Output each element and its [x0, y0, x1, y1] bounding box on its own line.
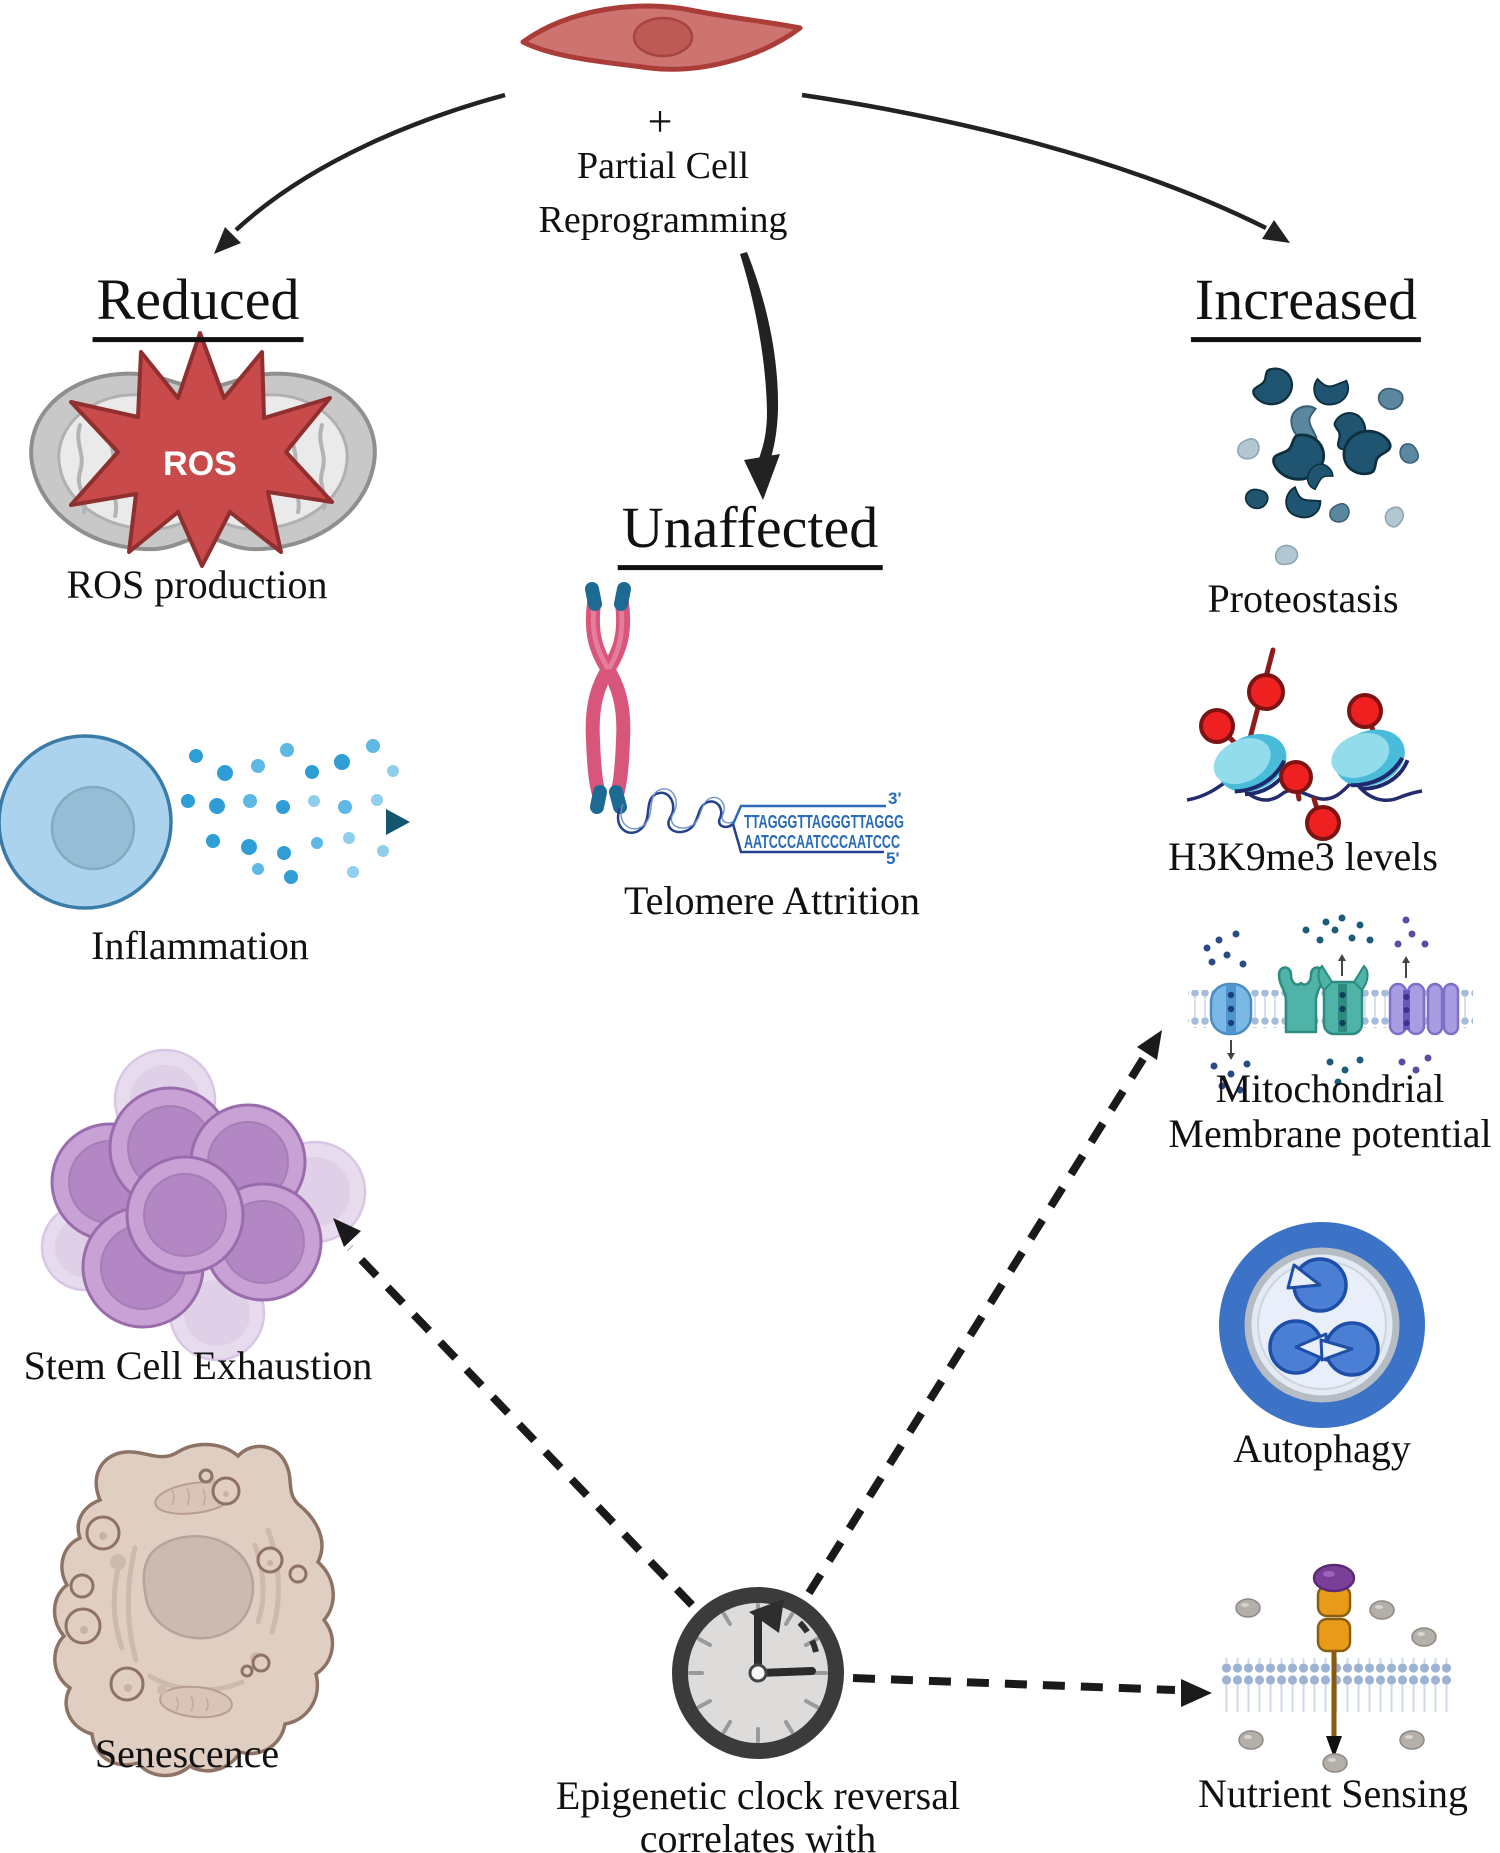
arrow-to-increased [801, 92, 1290, 243]
h3k9me3-label: H3K9me3 levels [1168, 834, 1438, 879]
autophagy-cargo [1268, 1257, 1380, 1377]
h3k9me3-nucleosomes-icon [1186, 647, 1423, 841]
nutrient-sensing-icon [1220, 1563, 1452, 1773]
clock-dashed-arrow-nutrient [852, 1674, 1212, 1707]
seq-5prime: 5' [886, 849, 900, 868]
inflammation-label: Inflammation [91, 923, 309, 968]
ion-dots-purple [1394, 916, 1432, 1074]
increased-heading: Increased [1190, 267, 1422, 343]
arrow-to-unaffected [740, 252, 780, 500]
ros-production-label: ROS production [66, 562, 328, 607]
mitochondrial-membrane-icon [1188, 914, 1473, 1094]
autophagy-label: Autophagy [1233, 1426, 1411, 1471]
telomere-sequence: 3' 5' TTAGGGTTAGGGTTAGGG AATCCCAATCCCAAT… [731, 789, 904, 868]
nutrient-molecules [1235, 1598, 1437, 1773]
proteostasis-label: Proteostasis [1207, 576, 1399, 621]
telomere-attrition-label: Telomere Attrition [623, 878, 921, 923]
ion-dots-teal [1302, 914, 1374, 1086]
mitochondria-ros-icon: ROS [29, 331, 377, 568]
unaffected-heading: Unaffected [617, 495, 883, 571]
nutrient-sensing-label: Nutrient Sensing [1198, 1771, 1468, 1816]
inflammation-cell-icon [0, 734, 410, 910]
mito-membrane-label-line1: Mitochondrial [1215, 1066, 1445, 1111]
ion-dots-blue [1203, 930, 1251, 1094]
top-title-line1: Partial Cell [576, 145, 750, 188]
clock-caption-line1: Epigenetic clock reversal [555, 1773, 961, 1818]
ros-badge: ROS [163, 445, 237, 483]
mito-membrane-label-line2: Membrane potential [1168, 1111, 1492, 1156]
cytokine-dots [181, 739, 399, 884]
seq-bottom: AATCCCAATCCCAATCCC [744, 832, 900, 852]
seq-top: TTAGGGTTAGGGTTAGGG [744, 812, 904, 832]
ros-star [69, 331, 334, 568]
stem-cell-exhaustion-label: Stem Cell Exhaustion [23, 1343, 373, 1388]
fibroblast-cell-icon [520, 3, 803, 72]
proteostasis-icon [1237, 362, 1420, 570]
arrow-to-reduced [214, 92, 506, 254]
clock-caption-line2: correlates with [639, 1816, 877, 1853]
stem-cell-cluster-icon [40, 1048, 367, 1362]
membrane-channel-teal [1277, 954, 1369, 1036]
reduced-heading: Reduced [92, 267, 304, 343]
epigenetic-clock-icon [672, 1587, 844, 1759]
top-title-line2: Reprogramming [538, 199, 788, 242]
membrane-channel-purple [1388, 956, 1460, 1036]
clock-dashed-arrow-stem-cells [333, 1218, 695, 1608]
autophagy-icon [1219, 1222, 1425, 1428]
membrane-channel-blue [1209, 982, 1253, 1060]
senescence-label: Senescence [94, 1731, 280, 1776]
chromosome-telomere-icon: 3' 5' TTAGGGTTAGGGTTAGGG AATCCCAATCCCAAT… [585, 582, 904, 868]
seq-3prime: 3' [888, 789, 902, 808]
senescent-cell-icon [52, 1442, 335, 1778]
clock-dashed-arrow-membrane [805, 1030, 1162, 1596]
plus-sign: + [647, 96, 673, 146]
